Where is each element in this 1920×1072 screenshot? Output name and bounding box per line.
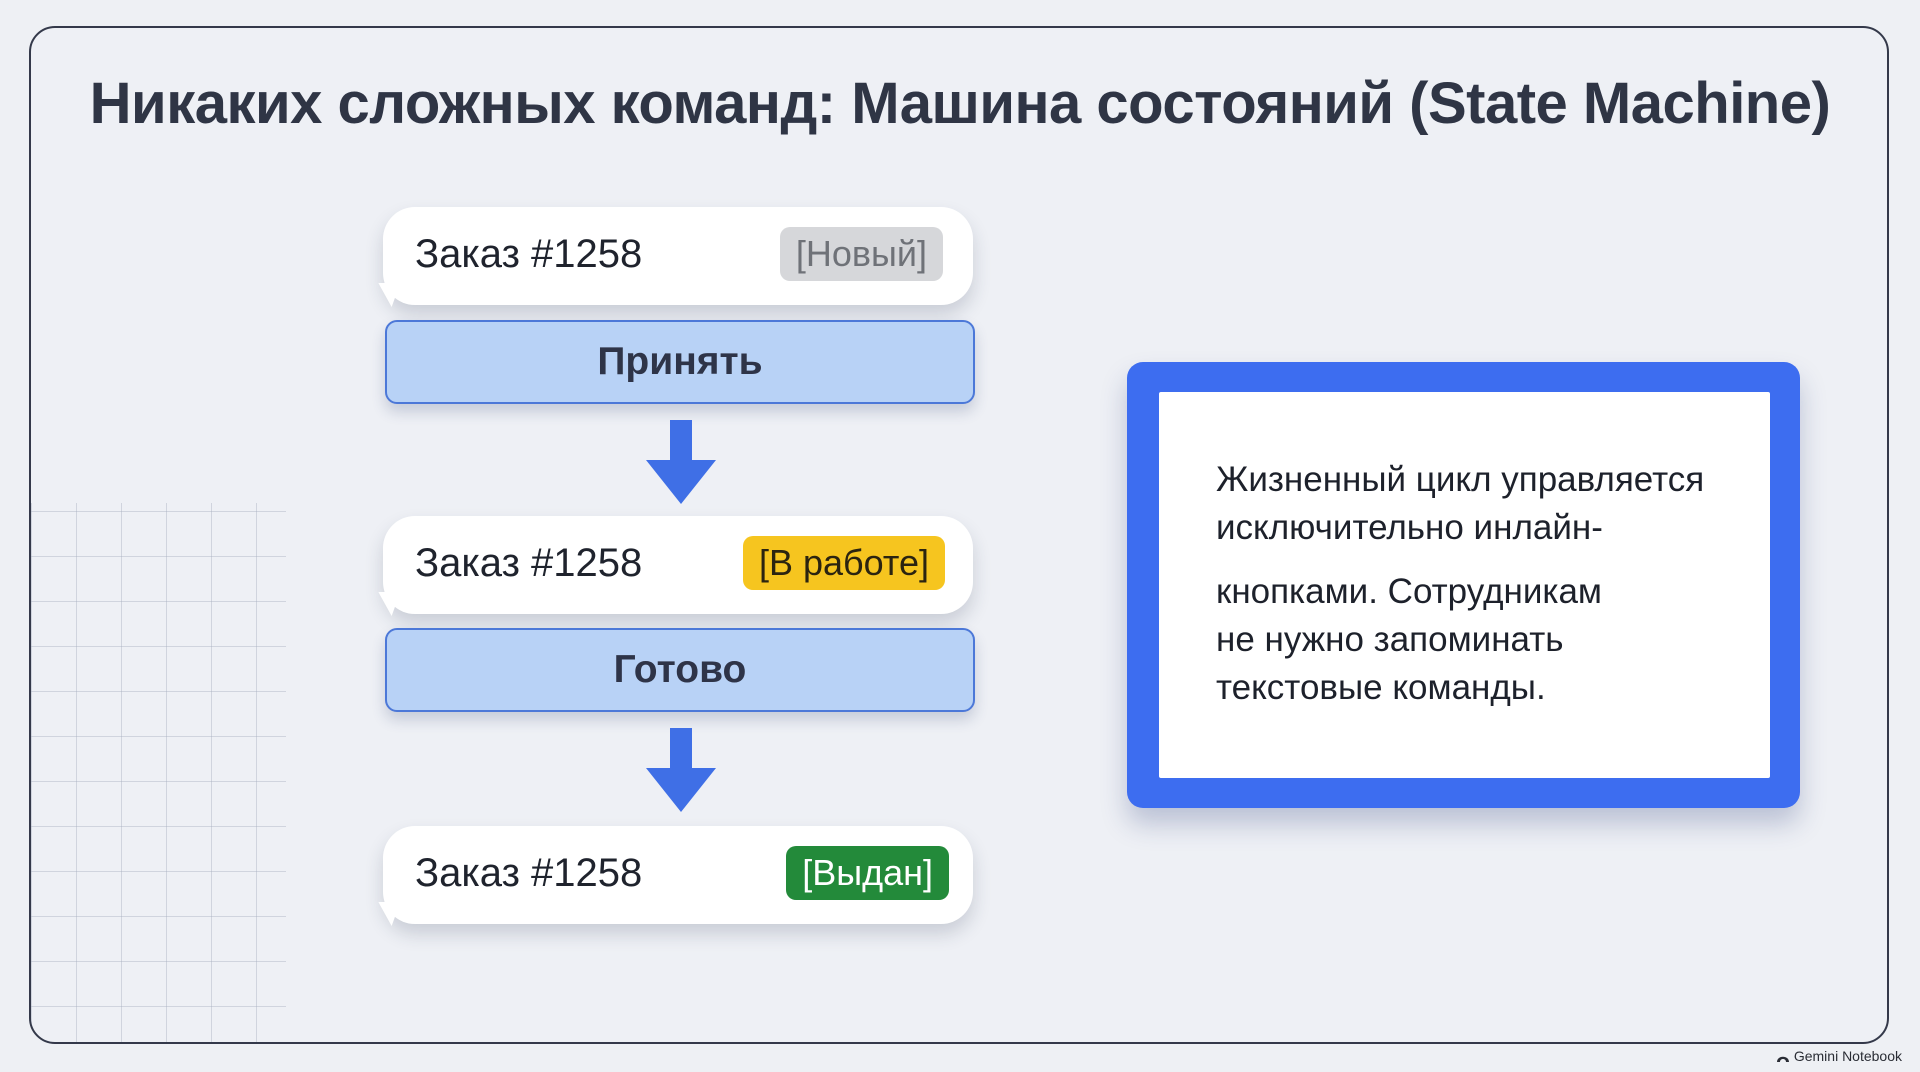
done-button[interactable]: Готово bbox=[385, 628, 975, 712]
order-message-issued: Заказ #1258 [Выдан] bbox=[369, 826, 973, 926]
arrow-down-icon bbox=[646, 420, 716, 504]
info-text-line: исключительно инлайн- bbox=[1216, 508, 1603, 547]
notebook-logo-icon bbox=[1776, 1057, 1789, 1063]
watermark: Gemini Notebook bbox=[1776, 1048, 1902, 1064]
info-text-line: текстовые команды. bbox=[1216, 668, 1546, 707]
order-number: Заказ #1258 bbox=[415, 541, 643, 585]
info-card: Жизненный цикл управляется исключительно… bbox=[1127, 362, 1800, 808]
info-text-line: не нужно запоминать bbox=[1216, 620, 1564, 659]
grid-decoration bbox=[31, 503, 286, 1042]
info-text-line: Жизненный цикл управляется bbox=[1216, 460, 1705, 499]
status-badge-in-progress: [В работе] bbox=[742, 536, 945, 590]
order-number: Заказ #1258 bbox=[415, 851, 643, 895]
status-badge-issued: [Выдан] bbox=[786, 846, 949, 900]
order-message-new: Заказ #1258 [Новый] bbox=[369, 207, 973, 307]
info-card-body: Жизненный цикл управляется исключительно… bbox=[1159, 392, 1770, 778]
slide-title: Никаких сложных команд: Машина состояний… bbox=[89, 71, 1831, 136]
info-text-line: кнопками. Сотрудникам bbox=[1216, 572, 1602, 611]
watermark-text: Gemini Notebook bbox=[1793, 1048, 1902, 1064]
arrow-down-icon bbox=[646, 728, 716, 812]
order-number: Заказ #1258 bbox=[415, 232, 643, 276]
accept-button[interactable]: Принять bbox=[385, 320, 975, 404]
order-message-in-progress: Заказ #1258 [В работе] bbox=[369, 516, 973, 616]
status-badge-new: [Новый] bbox=[779, 227, 943, 281]
